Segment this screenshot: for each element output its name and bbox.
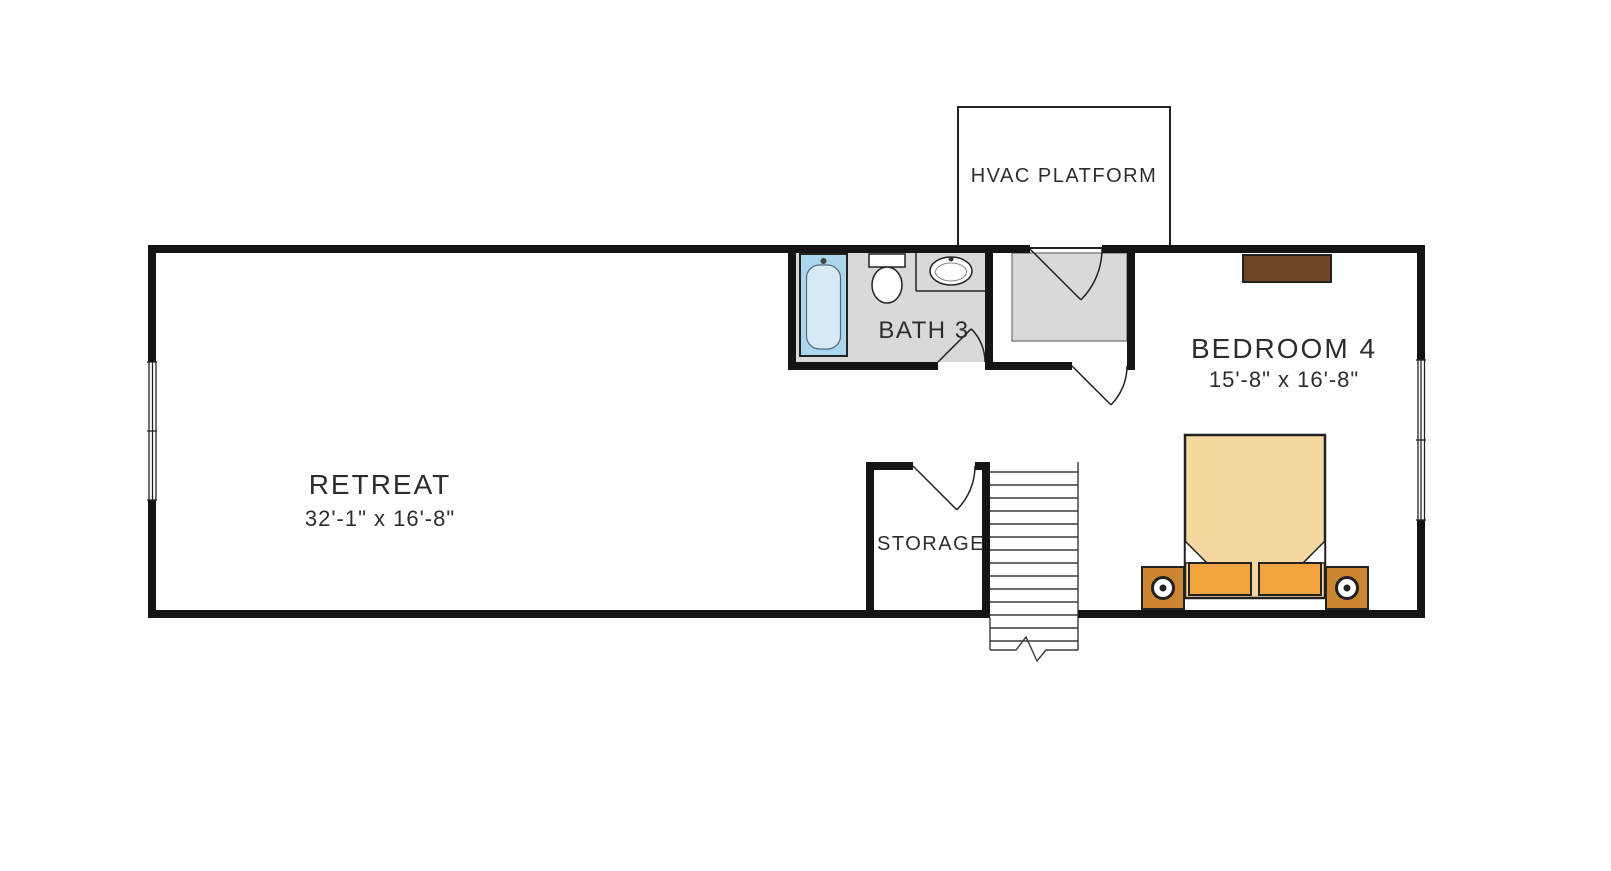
lamp-right-center xyxy=(1343,584,1351,592)
hvac-platform-outline xyxy=(957,106,1171,249)
retreat-label: RETREAT xyxy=(308,469,452,500)
toilet xyxy=(868,253,906,304)
wall-top-left xyxy=(148,245,1030,253)
double-bed xyxy=(1183,433,1327,600)
door-leaf xyxy=(1029,248,1082,301)
tub-faucet-icon xyxy=(820,258,827,264)
stair-treads xyxy=(990,471,1078,642)
wall-bath-bottom xyxy=(788,362,938,370)
lamp-left-center xyxy=(1159,584,1167,592)
wall-storage-left xyxy=(866,462,874,618)
wall-bottom-left xyxy=(148,610,990,618)
sink-faucet-icon xyxy=(948,256,954,262)
wall-bath-left xyxy=(788,245,796,370)
retreat-dimensions: 32'-1" x 16'-8" xyxy=(304,506,456,531)
bedroom4-label: BEDROOM 4 xyxy=(1190,333,1378,364)
door-storage xyxy=(912,465,976,511)
hall-floor xyxy=(1011,252,1128,342)
wall-bottom-right xyxy=(1078,610,1425,618)
door-hvac-platform xyxy=(1029,248,1103,301)
dresser xyxy=(1242,254,1332,283)
pillow-left xyxy=(1188,562,1252,596)
nightstand-left xyxy=(1141,566,1185,610)
wall-hall-bottom xyxy=(993,362,1072,370)
wall-storage-top-left xyxy=(866,462,913,470)
window-left-wall xyxy=(146,361,158,501)
wall-top-right xyxy=(1102,245,1425,253)
doors xyxy=(912,248,1128,511)
door-arc xyxy=(1110,365,1128,406)
door-leaf xyxy=(937,328,972,363)
bath-counter xyxy=(915,253,985,292)
wall-hall-right xyxy=(1127,245,1135,370)
door-bedroom4 xyxy=(1071,365,1128,406)
stair-break-line xyxy=(990,635,1078,663)
bath3-label: BATH 3 xyxy=(878,317,970,344)
window-right-wall xyxy=(1415,359,1427,521)
door-leaf xyxy=(912,465,958,511)
door-arc xyxy=(956,465,976,511)
hvac-platform-label: HVAC PLATFORM xyxy=(970,165,1158,187)
sink xyxy=(929,256,973,286)
wall-bath-hall-divider xyxy=(985,245,993,370)
wall-stair-left xyxy=(982,462,990,618)
door-bath3 xyxy=(937,328,986,363)
storage-label: STORAGE xyxy=(877,533,985,555)
staircase xyxy=(989,462,1079,663)
windows xyxy=(146,359,1427,521)
bedroom4-dimensions: 15'-8" x 16'-8" xyxy=(1208,367,1360,392)
door-leaf xyxy=(1071,365,1112,406)
bathtub xyxy=(799,253,848,357)
pillow-right xyxy=(1258,562,1322,596)
door-arc xyxy=(1080,248,1103,301)
nightstand-right xyxy=(1325,566,1369,610)
door-arc xyxy=(970,328,986,363)
toilet-bowl xyxy=(871,266,903,304)
toilet-tank xyxy=(868,253,906,268)
